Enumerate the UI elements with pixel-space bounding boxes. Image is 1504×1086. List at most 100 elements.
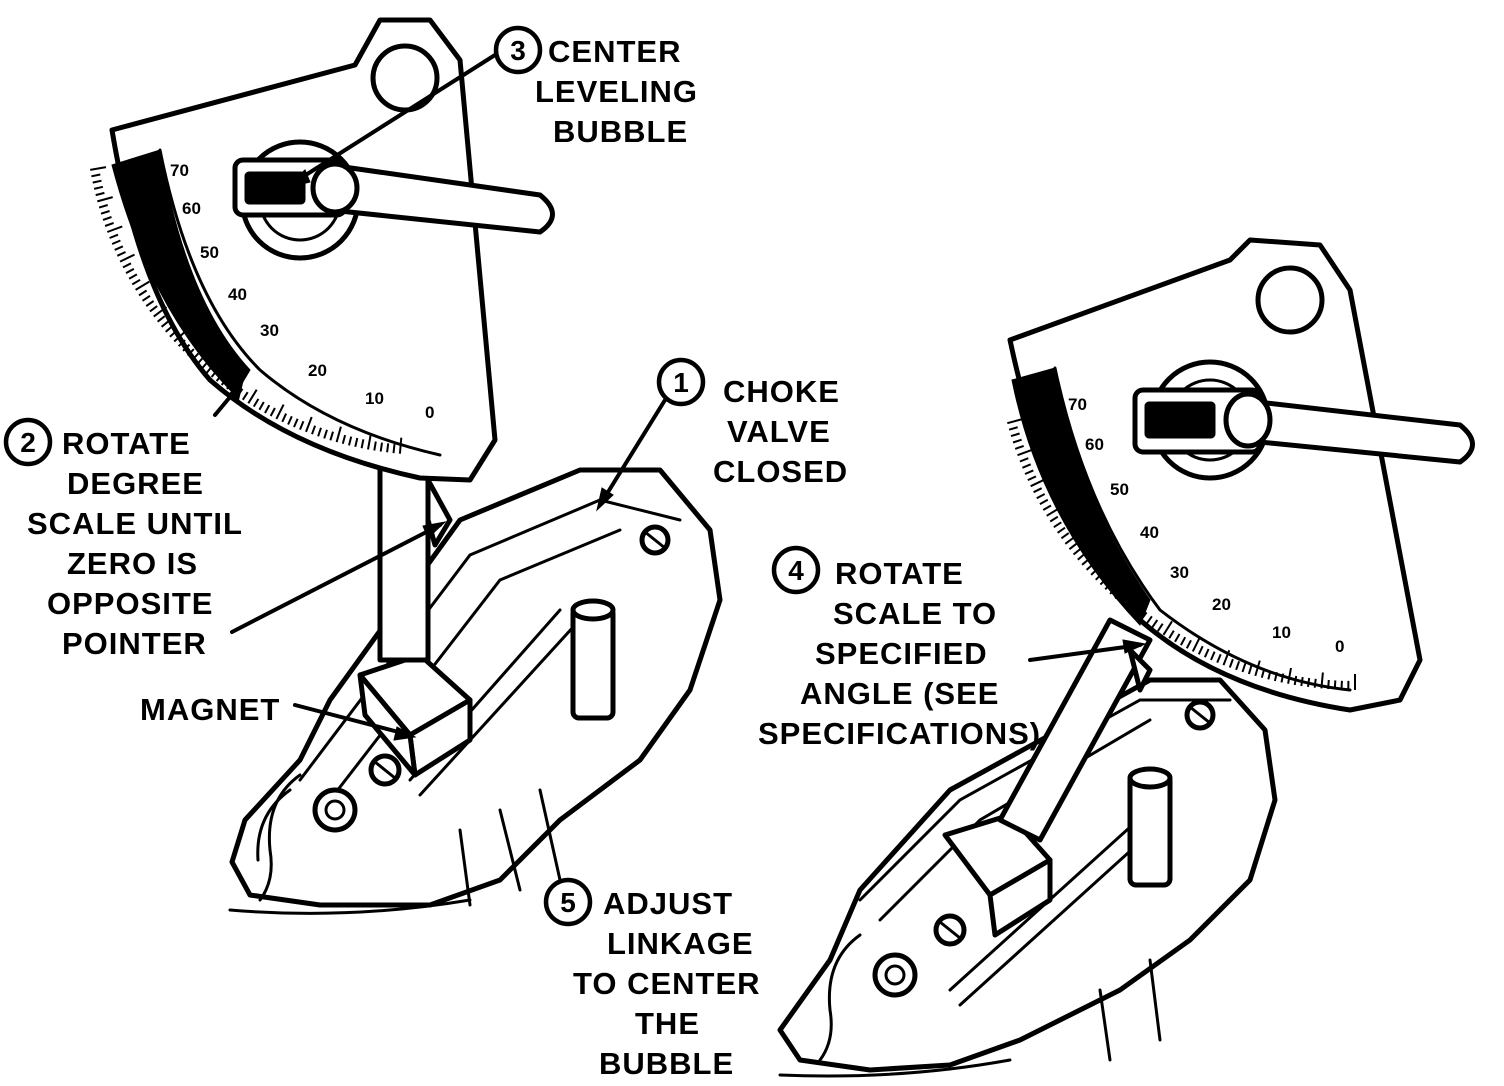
leader-step3 [288,53,497,187]
scale-tick [264,404,271,414]
step4-line: ANGLE (SEE [800,676,999,711]
scale-tick [220,371,233,386]
scale-tick [1024,469,1034,475]
right-gauge-stem [997,617,1153,843]
scale-tick [275,404,285,420]
right-scale-label: 60 [1085,435,1104,454]
scale-tick [91,173,101,178]
scale-tick [1307,677,1311,688]
scale-tick [1053,521,1062,529]
scale-tick [373,441,377,451]
right-linkage-nut-icon [872,952,918,998]
scale-tick [305,416,313,433]
scale-tick [138,289,148,297]
step4-line: SPECIFIED [815,636,988,671]
scale-tick [1072,548,1082,556]
scale-tick [1273,671,1278,682]
scale-tick [135,280,150,291]
leader-magnet [293,703,412,737]
scale-tick [281,413,288,423]
scale-tick [386,443,390,453]
scale-tick [1210,651,1216,661]
scale-tick [177,339,186,347]
scale-tick [1241,663,1247,673]
left-scale-labels: 70 60 50 40 30 20 10 0 [170,161,434,422]
scale-tick [1017,448,1033,457]
scale-tick [128,273,138,280]
left-carburetor-body [228,467,723,915]
right-scale-label: 0 [1335,637,1344,656]
left-scale-label: 60 [182,199,201,218]
scale-tick [317,427,322,437]
scale-tick [186,348,195,357]
scale-tick [241,391,249,401]
callout-step1: 1 CHOKE VALVE CLOSED [656,357,847,489]
scale-tick [160,320,170,328]
scale-tick [1027,475,1037,482]
scale-tick [1042,504,1052,511]
step1-badge [656,357,706,407]
left-scale-label: 30 [260,321,279,340]
left-magnet-block [357,652,473,778]
scale-tick [95,191,105,197]
scale-tick [1033,487,1043,494]
scale-tick [173,330,187,343]
scale-tick [1109,581,1122,595]
scale-tick [1140,611,1148,621]
scale-tick [1203,648,1210,658]
scale-tick [182,343,191,352]
scale-tick [191,352,200,361]
scale-tick [1293,675,1298,686]
scale-tick [1247,665,1253,675]
scale-tick [215,373,223,382]
step5-line: ADJUST [603,886,733,921]
left-leveling-bubble [232,157,555,235]
leader-lines [213,53,1147,741]
right-scale-labels: 70 60 50 40 30 20 10 0 [1068,395,1344,656]
scale-tick [1046,506,1061,517]
scale-tick [111,239,121,245]
right-scale-label: 10 [1272,623,1291,642]
scale-tick [1068,542,1078,550]
scale-tick [200,361,209,370]
scale-tick [1012,438,1022,444]
callout-step4: 4 ROTATE SCALE TO SPECIFIED ANGLE (SEE S… [758,545,1040,751]
scale-tick [1099,577,1108,586]
scale-tick [1333,680,1337,690]
scale-tick [329,431,334,441]
step5-line: LINKAGE [607,926,754,961]
step2-line: POINTER [62,626,207,661]
callout-step3: 3 CENTER LEVELING BUBBLE [493,25,697,149]
leader-step4 [1028,643,1142,662]
step4-number: 4 [788,555,804,586]
scale-tick [1254,660,1261,677]
left-scale-label: 40 [228,285,247,304]
scale-tick [90,166,107,171]
scale-tick [165,325,174,333]
left-scale-label: 10 [365,389,384,408]
scale-tick [392,443,396,454]
scale-tick [1022,463,1032,469]
scale-tick [1156,623,1164,632]
scale-tick [106,225,123,233]
left-scale-label: 70 [170,161,189,180]
scale-tick [210,369,218,378]
scale-tick [114,245,124,251]
scale-tick [1008,426,1018,431]
scale-tick [1216,653,1222,663]
scale-tick [379,442,383,452]
scale-tick [323,429,328,439]
scale-tick [1010,432,1020,438]
scale-tick [1114,591,1122,600]
leader-step1 [598,398,667,507]
scale-tick [1039,498,1049,505]
scale-tick [1235,660,1241,671]
scale-tick [1030,478,1046,488]
right-assembly: 70 60 50 40 30 20 10 0 [777,237,1475,1078]
scale-tick [1129,603,1137,613]
scale-tick [335,426,342,443]
step4-badge [771,545,821,595]
scale-tick [122,262,132,269]
step3-number: 3 [510,35,526,66]
scale-tick [97,196,113,203]
